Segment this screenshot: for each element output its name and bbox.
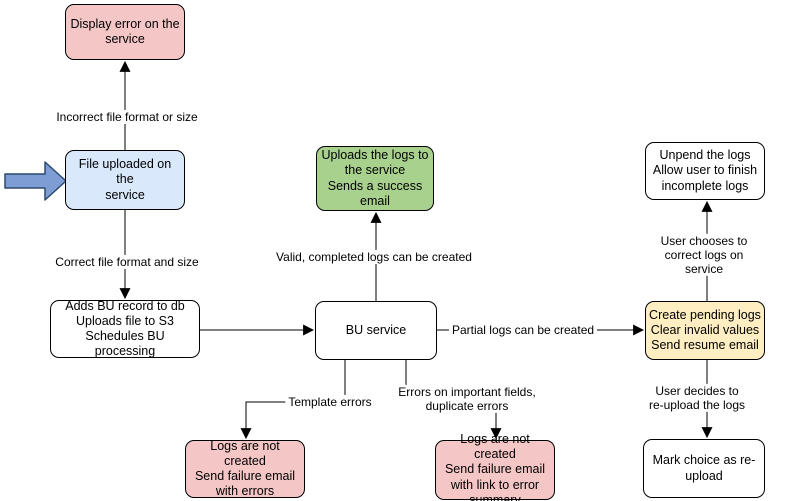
edge-label-user-chooses: User chooses to correct logs on service [655,233,753,277]
node-unpend-logs: Unpend the logs Allow user to finish inc… [645,142,765,200]
node-bu-service: BU service [315,301,437,360]
node-file-uploaded: File uploaded on the service [65,150,185,210]
node-logs-not-created-errors: Logs are not created Send failure email … [185,439,305,498]
edge-label-partial-logs: Partial logs can be created [448,322,598,338]
node-display-error: Display error on the service [65,4,185,60]
edge-label-template-errors: Template errors [285,394,375,410]
node-mark-choice-reupload: Mark choice as re- upload [643,439,765,498]
node-create-pending-logs: Create pending logs Clear invalid values… [645,301,765,360]
edge-label-incorrect-format: Incorrect file format or size [53,109,201,125]
edge-label-important-errors: Errors on important fields, duplicate er… [395,384,539,414]
entry-arrow-icon [4,161,67,201]
node-logs-not-created-summary: Logs are not created Send failure email … [435,432,555,501]
node-uploads-logs-success: Uploads the logs to the service Sends a … [316,146,434,211]
node-adds-bu-record: Adds BU record to db Uploads file to S3 … [50,299,200,358]
edge-label-user-decides: User decides to re-upload the logs [645,383,749,413]
edge-label-valid-logs: Valid, completed logs can be created [273,249,475,265]
edge-label-correct-format: Correct file format and size [52,254,202,270]
